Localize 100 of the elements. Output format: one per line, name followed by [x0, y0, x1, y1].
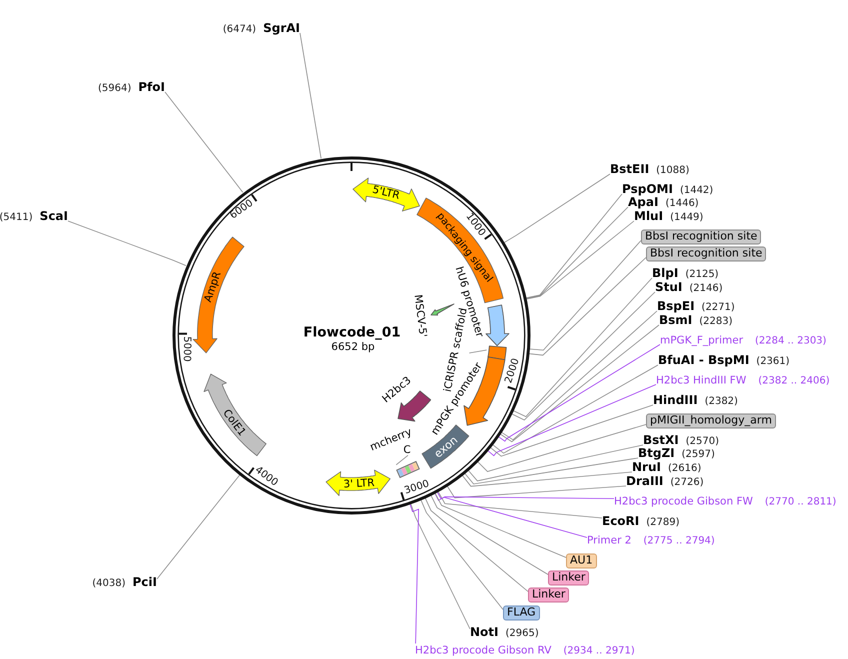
primer-range: (2382 .. 2406)	[758, 374, 830, 388]
enzyme-name: BsmI	[659, 313, 692, 327]
leader-line	[424, 498, 528, 592]
leader-line	[526, 220, 634, 300]
enzyme-name: PspOMI	[622, 182, 673, 196]
enzyme-name: DraIII	[626, 474, 664, 488]
primer-range: (2770 .. 2811)	[764, 496, 836, 510]
plasmid-size: 6652 bp	[331, 342, 375, 352]
cut-site-position: (2146)	[689, 282, 723, 296]
leader-line	[434, 492, 614, 501]
leader-line	[410, 504, 419, 644]
leader-line	[464, 458, 638, 484]
leader-line	[492, 364, 658, 454]
tick-label: 2000	[504, 358, 522, 385]
feature-label: MSCV-5'	[412, 294, 428, 338]
leader-line	[156, 474, 240, 580]
enzyme-name: ApaI	[628, 195, 658, 209]
leader-line	[68, 220, 186, 266]
feature-label: AmpR	[202, 270, 223, 304]
leader-line	[462, 472, 632, 487]
cut-site-position: (2597)	[682, 448, 715, 462]
feature-tag: pMIGII_homology_arm	[646, 414, 776, 428]
cut-site-position: (2283)	[699, 315, 733, 329]
cut-site-position: (4038)	[92, 577, 126, 591]
enzyme-name: EcoRI	[602, 514, 640, 528]
feature-tag: FLAG	[503, 606, 540, 620]
leader-line	[436, 492, 588, 538]
leader-line	[490, 404, 654, 457]
leader-line	[300, 32, 322, 159]
enzyme-name: SgrAI	[263, 21, 300, 35]
enzyme-name: BfuAI - BspMI	[658, 353, 750, 367]
feature-label: 3' LTR	[343, 478, 375, 490]
tick-label: 3000	[402, 478, 430, 496]
cut-site-position: (2570)	[686, 435, 720, 449]
primer-name: mPGK_F_primer	[660, 334, 744, 348]
primer-range: (2284 .. 2303)	[755, 334, 826, 348]
leader-line	[468, 350, 488, 354]
cut-site-position: (1446)	[665, 197, 699, 211]
cut-site-position: (1449)	[670, 211, 704, 225]
leader-line	[528, 257, 646, 356]
leader-line	[526, 194, 622, 298]
enzyme-name: NotI	[470, 625, 498, 639]
leader-line	[438, 491, 602, 518]
double-headed-arrow	[352, 176, 420, 212]
enzyme-name: BtgZI	[638, 446, 675, 460]
leader-line	[410, 503, 470, 630]
feature-stripes	[396, 460, 420, 478]
enzyme-name: BlpI	[652, 266, 678, 280]
enzyme-name: PfoI	[138, 80, 165, 94]
feature-tag: BbsI recognition site	[641, 230, 762, 244]
feature-tag: Linker	[548, 570, 590, 586]
primer-range: (2775 .. 2794)	[643, 534, 715, 548]
cut-site-position: (1088)	[656, 164, 690, 178]
double-headed-arrow	[325, 468, 392, 497]
leader-line	[446, 486, 626, 498]
leader-line	[526, 206, 628, 299]
primer-name: H2bc3 procode Gibson RV	[415, 644, 552, 658]
cut-site-position: (2965)	[506, 627, 539, 641]
primer-name: H2bc3 HindIII FW	[656, 374, 746, 388]
leader-line	[498, 344, 660, 442]
leader-line	[396, 454, 408, 466]
cut-site-position: (2726)	[670, 476, 704, 490]
cut-site-position: (1442)	[680, 184, 714, 198]
leader-line	[468, 444, 644, 482]
leader-line	[430, 494, 548, 575]
leader-line	[477, 424, 646, 472]
enzyme-name: NruI	[632, 460, 661, 474]
enzyme-name: MluI	[634, 209, 664, 223]
cut-site-position: (2616)	[668, 462, 702, 476]
enzyme-name: PciI	[132, 575, 157, 589]
enzyme-name: BstEII	[610, 162, 650, 176]
enzyme-name: BspEI	[657, 299, 695, 313]
leader-line	[504, 174, 610, 243]
feature-tag: AU1	[566, 554, 597, 568]
leader-line	[487, 384, 656, 456]
leader-line	[529, 240, 642, 351]
feature-tag: BbsI recognition site	[646, 246, 766, 262]
cut-site-position: (2789)	[646, 516, 680, 530]
pointed-feature-band	[485, 304, 510, 347]
feature-arrow	[192, 236, 246, 354]
primer-name: H2bc3 procode Gibson FW	[614, 494, 753, 508]
tick-label: 5000	[180, 336, 191, 362]
enzyme-name: BstXI	[643, 433, 679, 447]
cut-site-position: (5411)	[0, 211, 33, 225]
feature-arrow	[202, 373, 267, 457]
leader-line	[164, 92, 244, 193]
primer-name: Primer 2	[587, 534, 632, 548]
plasmid-backbone	[172, 156, 530, 514]
plasmid-name: Flowcode_01	[303, 326, 401, 340]
cut-site-position: (5964)	[98, 82, 132, 96]
cut-site-position: (2361)	[756, 355, 790, 369]
cut-site-position: (2125)	[685, 268, 719, 282]
leader-line	[434, 492, 566, 558]
cut-site-position: (2382)	[704, 395, 738, 409]
enzyme-name: HindIII	[653, 393, 698, 407]
feature-tag: Linker	[528, 588, 570, 602]
feature-label: 5'LTR	[372, 184, 401, 202]
primer-range: (2934 .. 2971)	[563, 644, 635, 658]
cut-site-position: (2271)	[702, 301, 735, 315]
cut-site-position: (6474)	[222, 23, 256, 37]
